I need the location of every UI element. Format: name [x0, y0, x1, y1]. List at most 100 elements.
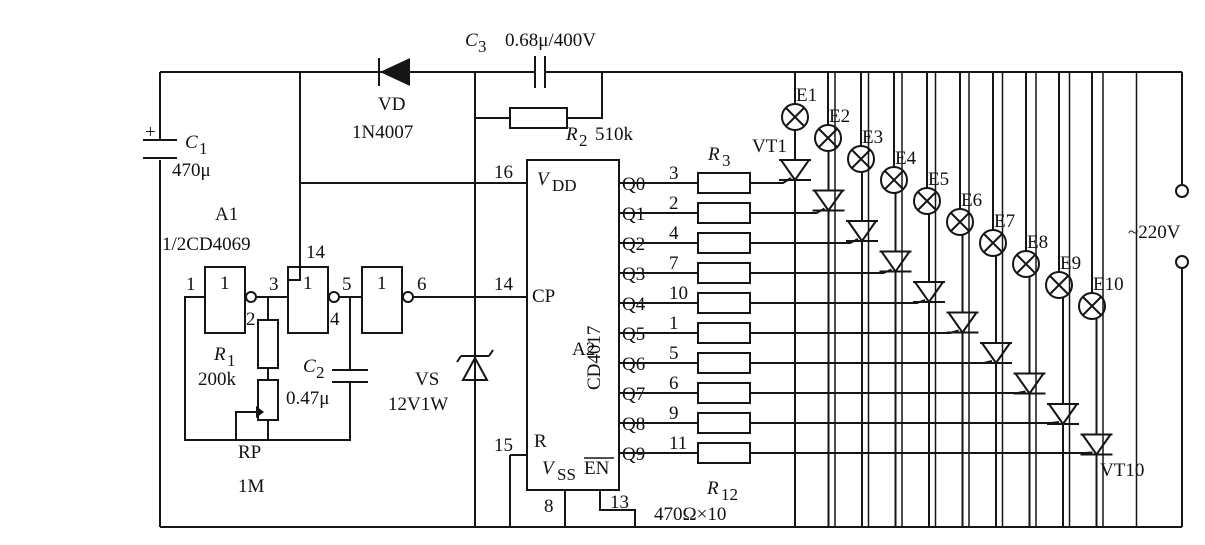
pin-5: 5 [342, 274, 352, 295]
triac-8-body [1014, 372, 1045, 396]
c1-plus: + [145, 122, 156, 143]
c2-value: 0.47μ [286, 388, 329, 409]
ic-part: CD4017 [584, 326, 605, 390]
output-q7-label: Q7 [622, 384, 645, 405]
vt10-label: VT10 [1100, 460, 1144, 481]
triac-5-body [914, 281, 944, 304]
lamp-e5-cross [917, 191, 937, 211]
vt1-label: VT1 [752, 136, 787, 157]
c2-symbol: C [303, 356, 316, 377]
vs-name: VS [415, 369, 439, 390]
capacitor-c1: + C 1 470μ [143, 122, 211, 181]
gate-2-label: 1 [303, 273, 313, 294]
c3-symbol: C [465, 30, 478, 51]
output-q0-pin: 3 [669, 163, 679, 184]
mains-label: ~220V [1128, 222, 1181, 243]
lamp-e4-label: E4 [895, 148, 917, 169]
lamp-e8-cross [1016, 254, 1036, 274]
lamp-e6-cross [950, 212, 970, 232]
vs-value: 12V1W [388, 394, 448, 415]
triac-2-body [813, 189, 844, 213]
output-q1-label: Q1 [622, 204, 645, 225]
power-wiring [159, 71, 1182, 528]
capacitor-c2: C 2 0.47μ [286, 356, 368, 409]
gate-wire-6 [750, 329, 959, 334]
lamp-e2-label: E2 [829, 106, 850, 127]
lamp-e9-label: E9 [1060, 253, 1081, 274]
lamp-e10-cross [1082, 296, 1102, 316]
resistor-bank-value: 470Ω×10 [654, 504, 726, 525]
triac-1-body [780, 159, 810, 182]
pin-1: 1 [186, 274, 196, 295]
lamp-e7-label: E7 [994, 211, 1015, 232]
lamp-e6-label: E6 [961, 190, 982, 211]
gate-1-label: 1 [220, 273, 230, 294]
a1-part: 1/2CD4069 [162, 234, 251, 255]
pin-2: 2 [246, 309, 256, 330]
r12-symbol: R [706, 478, 719, 499]
r2-subscript: 2 [579, 131, 588, 150]
a1-name: A1 [215, 204, 238, 225]
resistor-r4 [697, 202, 751, 224]
gate-wire-10 [750, 451, 1093, 454]
pin-3: 3 [269, 274, 279, 295]
output-q2-label: Q2 [622, 234, 645, 255]
r2-symbol: R [565, 124, 578, 145]
resistor-r1: R 1 200k [198, 319, 279, 390]
r3-symbol: R [707, 144, 720, 165]
gate-2 [287, 266, 329, 334]
triac-7-body [981, 342, 1011, 365]
ic-vdd: V [537, 169, 551, 190]
ic-vss: V [542, 458, 556, 479]
gate-3-label: 1 [377, 273, 387, 294]
rp-name: RP [238, 442, 261, 463]
gate-1 [204, 266, 246, 334]
resistor-r11 [697, 412, 751, 434]
vd-part: 1N4007 [352, 122, 413, 143]
output-q6-label: Q6 [622, 354, 645, 375]
output-q5-pin: 1 [669, 313, 679, 334]
capacitor-c3: C 3 0.68μ/400V [465, 30, 596, 88]
triac-9-body [1048, 403, 1078, 426]
resistor-r6 [697, 262, 751, 284]
r1-symbol: R [213, 344, 226, 365]
ic-cd4017: 16 V DD 14 CP A2 CD4017 15 R V SS EN 8 1… [494, 159, 751, 527]
resistor-r10 [697, 382, 751, 404]
output-q9-label: Q9 [622, 444, 645, 465]
output-q2-pin: 4 [669, 223, 679, 244]
gate-wire-4 [750, 268, 892, 274]
output-q0-label: Q0 [622, 174, 645, 195]
c1-symbol: C [185, 132, 198, 153]
output-q3-pin: 7 [669, 253, 679, 274]
mains-terminal-bottom[interactable] [1175, 255, 1189, 269]
resistor-r2: R 2 510k [509, 107, 634, 150]
output-q6-pin: 5 [669, 343, 679, 364]
pin-14: 14 [494, 274, 514, 295]
lamp-e10-label: E10 [1093, 274, 1124, 295]
oscillator: 1 1 1 A1 1/2CD4069 1 2 3 4 5 6 14 [162, 204, 527, 441]
resistor-r7 [697, 292, 751, 314]
output-q8-pin: 9 [669, 403, 679, 424]
output-q1-pin: 2 [669, 193, 679, 214]
resistor-r9 [697, 352, 751, 374]
lamp-e2-cross [818, 128, 838, 148]
lamp-e1-cross [785, 107, 805, 127]
gate-wire-5 [750, 299, 926, 304]
pin-6: 6 [417, 274, 427, 295]
vd-name: VD [378, 94, 405, 115]
lamp-e1-label: E1 [796, 85, 817, 106]
lamp-e5-label: E5 [928, 169, 949, 190]
pin-8: 8 [544, 496, 554, 517]
rp-value: 1M [238, 476, 265, 497]
resistor-r3 [697, 172, 751, 194]
lamp-e4-cross [884, 170, 904, 190]
c1-subscript: 1 [199, 139, 208, 158]
c3-value: 0.68μ/400V [505, 30, 596, 51]
mains-terminal-top[interactable] [1175, 184, 1189, 198]
r1-subscript: 1 [227, 351, 236, 370]
output-q9-pin: 11 [669, 433, 687, 454]
pin-16: 16 [494, 162, 513, 183]
